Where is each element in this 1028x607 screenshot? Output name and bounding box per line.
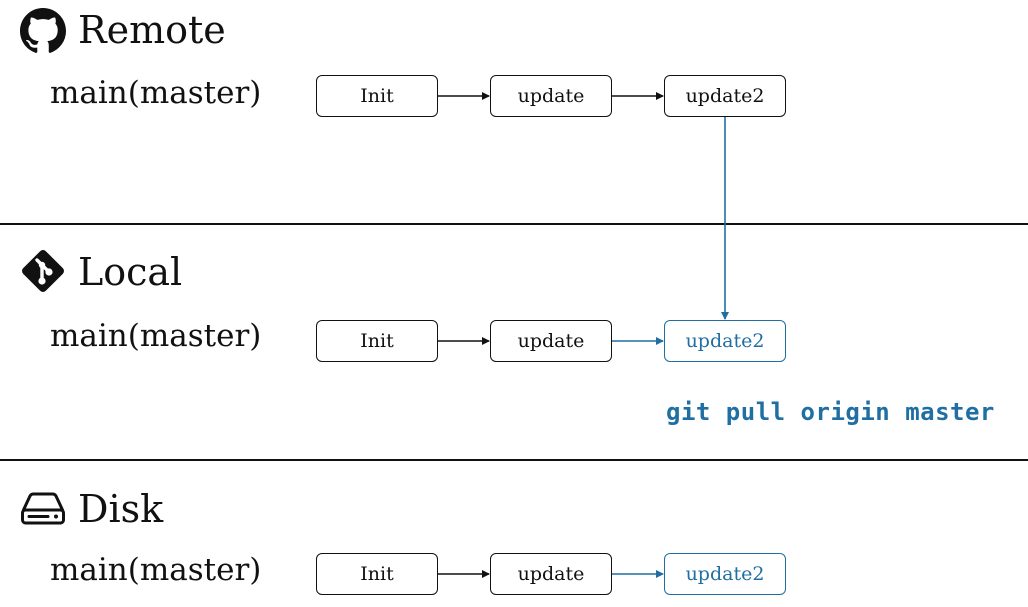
commit-node-disk-update: update xyxy=(490,553,612,595)
section-title-local: Local xyxy=(78,250,183,294)
commit-label: Init xyxy=(360,85,394,107)
commit-node-local-update2: update2 xyxy=(664,320,786,362)
commit-node-remote-init: Init xyxy=(316,75,438,117)
branch-label-local: main(master) xyxy=(50,318,262,354)
git-pull-command: git pull origin master xyxy=(666,398,995,426)
commit-label: update xyxy=(517,330,585,352)
commit-label: Init xyxy=(360,330,394,352)
commit-node-disk-init: Init xyxy=(316,553,438,595)
branch-label-disk: main(master) xyxy=(50,552,262,588)
git-icon xyxy=(20,248,66,294)
section-title-remote: Remote xyxy=(78,8,226,52)
commit-node-remote-update: update xyxy=(490,75,612,117)
branch-label-remote: main(master) xyxy=(50,75,262,111)
commit-node-local-init: Init xyxy=(316,320,438,362)
commit-label: update xyxy=(517,563,585,585)
section-divider xyxy=(0,223,1028,225)
commit-node-local-update: update xyxy=(490,320,612,362)
commit-label: update2 xyxy=(685,330,765,352)
commit-node-disk-update2: update2 xyxy=(664,553,786,595)
commit-label: update2 xyxy=(685,563,765,585)
hard-drive-icon xyxy=(20,487,66,533)
commit-node-remote-update2: update2 xyxy=(664,75,786,117)
github-icon xyxy=(20,8,66,54)
section-title-disk: Disk xyxy=(78,487,164,531)
commit-label: Init xyxy=(360,563,394,585)
section-divider xyxy=(0,459,1028,461)
commit-label: update xyxy=(517,85,585,107)
commit-label: update2 xyxy=(685,85,765,107)
